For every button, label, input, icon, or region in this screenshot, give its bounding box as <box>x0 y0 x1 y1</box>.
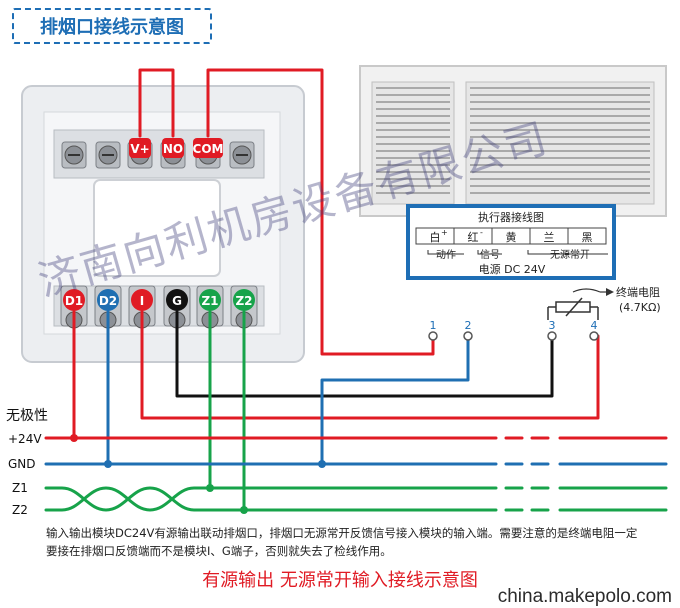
wire-gnd-terminal2 <box>320 334 470 466</box>
bus-z2-twist <box>44 486 498 512</box>
terminal-vplus: V+ <box>130 142 149 156</box>
actuator-terminal-3 <box>547 331 557 341</box>
terminal-vplus-badge <box>129 138 151 158</box>
terminal-number-1: 1 <box>430 319 437 332</box>
module-window <box>93 179 221 277</box>
actuator-cell-yellow: 黄 <box>506 230 517 244</box>
terminal-no: NO <box>163 142 183 156</box>
junction-dot <box>206 484 214 492</box>
sub-label-signal: 信号 <box>480 249 500 261</box>
bus-label-gnd: GND <box>8 457 36 471</box>
terminal-number-3: 3 <box>549 319 556 332</box>
junction-dot <box>70 434 78 442</box>
actuator-terminal-2 <box>463 331 473 341</box>
actuator-cell-white: 白 <box>430 230 441 244</box>
website-label: china.makepolo.com <box>497 586 672 607</box>
actuator-power: 电源 DC 24V <box>479 262 546 276</box>
actuator-terminal-1 <box>428 331 438 341</box>
terminal-z1-badge <box>199 289 221 311</box>
bus-label-z1: Z1 <box>12 481 28 495</box>
terminal-number-2: 2 <box>465 319 472 332</box>
terminal-d2: D2 <box>99 294 117 308</box>
wire-i-terminal4 <box>140 310 600 420</box>
terminal-z2-badge <box>233 289 255 311</box>
end-resistor-label: 终端电阻 <box>616 285 660 299</box>
bus-heading: 无极性 <box>6 408 48 424</box>
end-resistor-value: (4.7KΩ) <box>619 301 661 314</box>
junction-dot <box>318 460 326 468</box>
actuator-white-mark: + <box>441 228 448 237</box>
terminal-g-badge <box>166 289 188 311</box>
actuator-terminal-4 <box>589 331 599 341</box>
description-text: 输入输出模块DC24V有源输出联动排烟口，排烟口无源常开反馈信号接入模块的输入端… <box>46 526 638 558</box>
actuator-cell-blue: 兰 <box>544 231 555 244</box>
wire-com-terminal1 <box>206 68 435 356</box>
terminal-z2: Z2 <box>235 294 252 308</box>
terminal-g: G <box>172 294 182 308</box>
bus-z1-twist <box>44 486 498 512</box>
actuator-cell-black: 黑 <box>582 231 593 244</box>
page-title: 排烟口接线示意图 <box>12 8 212 44</box>
actuator-cell-red: 红 <box>468 231 479 244</box>
terminal-d2-badge <box>97 289 119 311</box>
terminal-i: I <box>140 294 144 308</box>
actuator-red-mark: - <box>480 228 483 237</box>
footer-caption: 有源输出 无源常开输入接线示意图 <box>202 570 478 591</box>
terminal-com-badge <box>193 138 223 158</box>
terminal-d1: D1 <box>65 294 83 308</box>
terminal-z1: Z1 <box>201 294 218 308</box>
junction-dot <box>240 506 248 514</box>
terminal-no-badge <box>162 138 184 158</box>
terminal-number-4: 4 <box>591 319 598 332</box>
wire-vplus-no <box>138 68 175 138</box>
terminal-d1-badge <box>63 289 85 311</box>
wire-g-terminal3 <box>175 310 554 398</box>
junction-dot <box>104 460 112 468</box>
bus-label-24v: +24V <box>8 432 42 446</box>
sub-label-action: 动作 <box>436 249 456 261</box>
actuator-title: 执行器接线图 <box>478 210 544 224</box>
terminal-i-badge <box>131 289 153 311</box>
terminal-com: COM <box>193 142 224 156</box>
bus-label-z2: Z2 <box>12 503 28 517</box>
